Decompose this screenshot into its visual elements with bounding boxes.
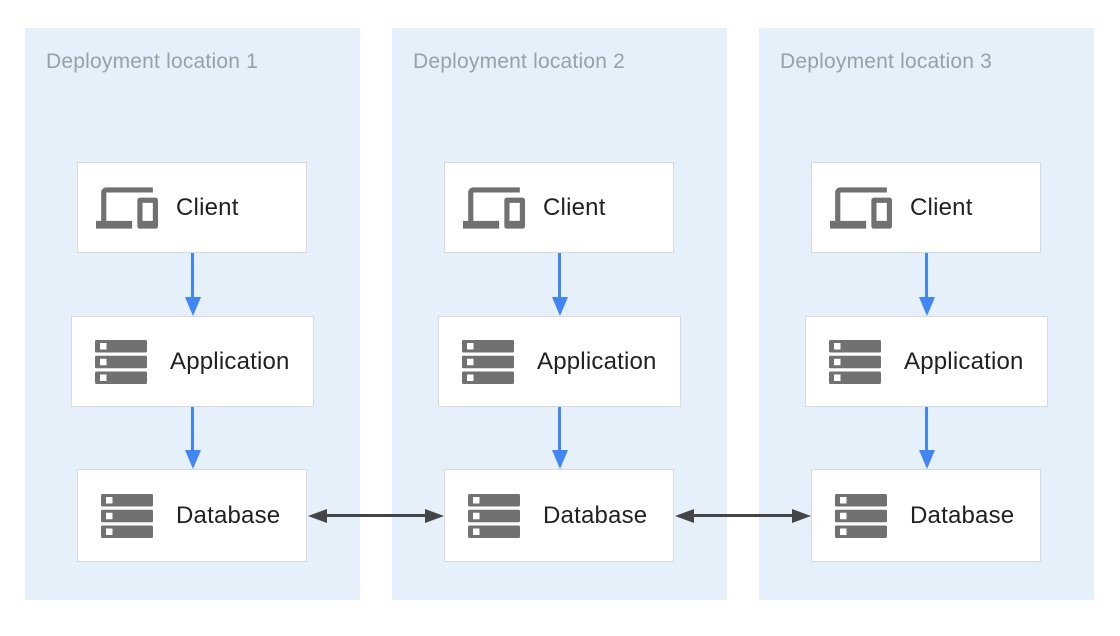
- client-node: Client: [444, 162, 674, 253]
- panel-title: Deployment location 1: [46, 50, 258, 73]
- arrow-head-down: [184, 450, 201, 469]
- flow-arrow-application-to-database: [918, 407, 935, 469]
- client-node: Client: [77, 162, 307, 253]
- arrow-shaft: [694, 514, 792, 517]
- replication-arrow-db2-db3: [675, 508, 811, 523]
- arrow-head-right: [425, 508, 444, 523]
- flow-arrow-client-to-application: [184, 253, 201, 316]
- flow-arrow-application-to-database: [551, 407, 568, 469]
- deployment-panel-2: Deployment location 2 Client Application: [392, 28, 727, 600]
- deployment-panel-1: Deployment location 1 Client Application: [25, 28, 360, 600]
- devices-icon: [462, 177, 526, 239]
- panel-title: Deployment location 3: [780, 50, 992, 73]
- server-icon: [456, 339, 520, 384]
- flow-arrow-client-to-application: [551, 253, 568, 316]
- arrow-shaft: [925, 253, 928, 297]
- node-label: Database: [543, 501, 648, 529]
- client-node: Client: [811, 162, 1041, 253]
- arrow-head-down: [551, 450, 568, 469]
- arrow-head-down: [918, 450, 935, 469]
- arrow-head-down: [184, 297, 201, 316]
- arrow-head-down: [918, 297, 935, 316]
- arrow-head-down: [551, 297, 568, 316]
- node-label: Application: [170, 347, 290, 375]
- node-label: Client: [543, 193, 606, 221]
- replication-arrow-db1-db2: [308, 508, 444, 523]
- application-node: Application: [805, 316, 1048, 407]
- arrow-shaft: [558, 253, 561, 297]
- node-label: Database: [176, 501, 281, 529]
- arrow-head-left: [675, 508, 694, 523]
- node-label: Client: [176, 193, 239, 221]
- arrow-shaft: [327, 514, 425, 517]
- arrow-shaft: [191, 407, 194, 450]
- flow-arrow-application-to-database: [184, 407, 201, 469]
- database-node: Database: [77, 469, 307, 562]
- application-node: Application: [71, 316, 314, 407]
- panel-title: Deployment location 2: [413, 50, 625, 73]
- server-icon: [95, 493, 159, 538]
- devices-icon: [95, 177, 159, 239]
- server-icon: [462, 493, 526, 538]
- server-icon: [89, 339, 153, 384]
- application-node: Application: [438, 316, 681, 407]
- arrow-shaft: [925, 407, 928, 450]
- arrow-shaft: [558, 407, 561, 450]
- database-node: Database: [444, 469, 674, 562]
- server-icon: [823, 339, 887, 384]
- flow-arrow-client-to-application: [918, 253, 935, 316]
- database-node: Database: [811, 469, 1041, 562]
- node-label: Database: [910, 501, 1015, 529]
- arrow-shaft: [191, 253, 194, 297]
- arrow-head-left: [308, 508, 327, 523]
- deployment-panel-3: Deployment location 3 Client Application: [759, 28, 1094, 600]
- node-label: Application: [537, 347, 657, 375]
- node-label: Client: [910, 193, 973, 221]
- server-icon: [829, 493, 893, 538]
- node-label: Application: [904, 347, 1024, 375]
- arrow-head-right: [792, 508, 811, 523]
- devices-icon: [829, 177, 893, 239]
